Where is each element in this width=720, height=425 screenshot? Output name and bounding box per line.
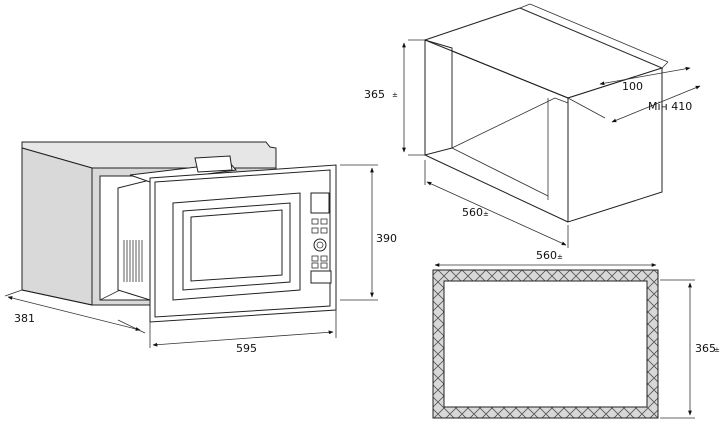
display-window xyxy=(310,192,330,214)
niche-width-label: 560 xyxy=(462,206,483,219)
appliance-side xyxy=(117,179,151,301)
front-width-tolerance: ± xyxy=(557,253,563,261)
door-glass xyxy=(190,209,283,282)
mounting-bracket xyxy=(194,155,233,173)
niche-width-tolerance: ± xyxy=(483,210,489,218)
cabinet-left-wall xyxy=(21,147,93,306)
rear-gap-label: 100 xyxy=(622,80,643,93)
height-label: 390 xyxy=(376,232,397,245)
front-height-tolerance: ± xyxy=(714,346,720,354)
niche-width-line xyxy=(426,181,567,246)
width-dimension-line xyxy=(152,330,334,347)
door-release-button xyxy=(310,270,332,284)
depth-label: 381 xyxy=(14,312,35,325)
cutout-opening xyxy=(443,280,648,408)
min-depth-line xyxy=(611,85,701,123)
front-width-label: 560 xyxy=(536,249,557,262)
niche-height-tolerance: ± xyxy=(392,91,398,99)
niche-height-label: 365 xyxy=(364,88,385,101)
front-cutout-view: 560 ± 365 ± xyxy=(432,249,720,419)
niche-isometric-view: 365 ± 560 ± 100 Мін 410 xyxy=(364,3,701,248)
front-height-label: 365 xyxy=(695,342,716,355)
niche-left-face xyxy=(424,39,453,156)
min-depth-label: Мін 410 xyxy=(648,100,692,113)
width-label: 595 xyxy=(236,342,257,355)
vent-grille xyxy=(123,240,143,282)
depth-dimension-line xyxy=(7,296,141,331)
appliance-in-cabinet-view: 390 595 381 xyxy=(4,141,397,355)
control-knob xyxy=(313,238,327,252)
rear-gap-line xyxy=(599,66,691,86)
control-buttons xyxy=(311,218,328,269)
